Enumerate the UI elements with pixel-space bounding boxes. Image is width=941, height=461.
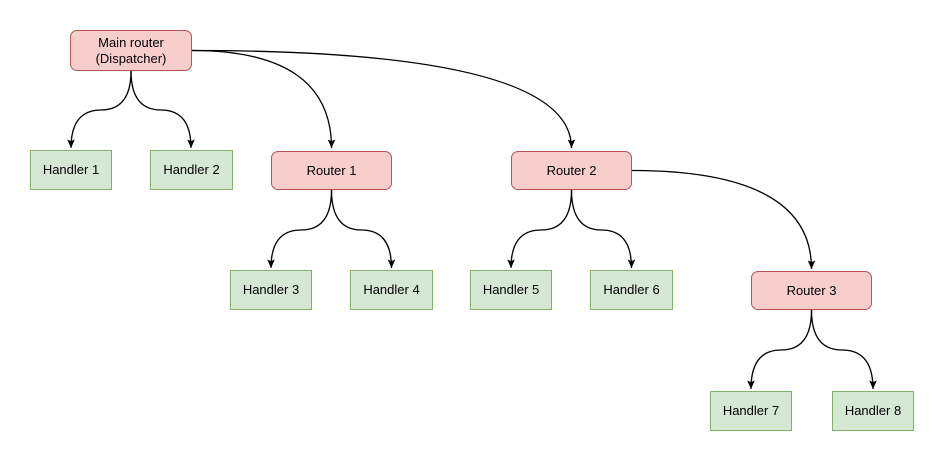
edge-router-3-to-handler-8: [810, 309, 877, 390]
edge-main-router-to-router-2: [191, 49, 576, 149]
node-handler-2: Handler 2: [150, 150, 233, 190]
edge-router-1-to-handler-4: [330, 189, 396, 269]
node-handler-3-label: Handler 3: [242, 282, 300, 297]
edge-main-router-to-handler-1: [67, 70, 132, 149]
node-router-1: Router 1: [271, 151, 392, 190]
node-handler-8: Handler 8: [832, 391, 914, 431]
edge-router-3-to-handler-7: [747, 309, 813, 390]
edge-router-2-to-handler-6: [570, 189, 636, 269]
node-router-2-label: Router 2: [546, 162, 597, 178]
edge-router-2-to-handler-5: [507, 189, 573, 269]
node-handler-6: Handler 6: [590, 270, 673, 310]
node-router-3-label: Router 3: [786, 282, 837, 298]
node-handler-7-label: Handler 7: [722, 403, 780, 418]
node-handler-8-label: Handler 8: [844, 403, 902, 418]
node-handler-5-label: Handler 5: [482, 282, 540, 297]
node-handler-7: Handler 7: [710, 391, 792, 431]
edge-router-2-to-router-3: [631, 169, 816, 270]
node-main-router-label-line2: (Dispatcher): [95, 50, 167, 66]
node-handler-3: Handler 3: [230, 270, 312, 310]
node-router-1-label: Router 1: [306, 162, 357, 178]
node-handler-4: Handler 4: [350, 270, 433, 310]
node-handler-4-label: Handler 4: [363, 282, 420, 297]
node-handler-2-label: Handler 2: [163, 162, 220, 177]
edge-main-router-to-handler-2: [130, 70, 195, 149]
node-router-3: Router 3: [751, 271, 872, 310]
node-handler-1: Handler 1: [30, 150, 112, 190]
node-handler-6-label: Handler 6: [603, 282, 660, 297]
node-main-router-label-line1: Main router: [98, 34, 164, 50]
node-handler-5: Handler 5: [470, 270, 552, 310]
node-router-2: Router 2: [511, 151, 632, 190]
edge-main-router-to-router-1: [191, 49, 336, 149]
node-main-router: Main router (Dispatcher): [70, 30, 192, 71]
edge-router-1-to-handler-3: [267, 189, 333, 269]
node-handler-1-label: Handler 1: [42, 162, 100, 177]
